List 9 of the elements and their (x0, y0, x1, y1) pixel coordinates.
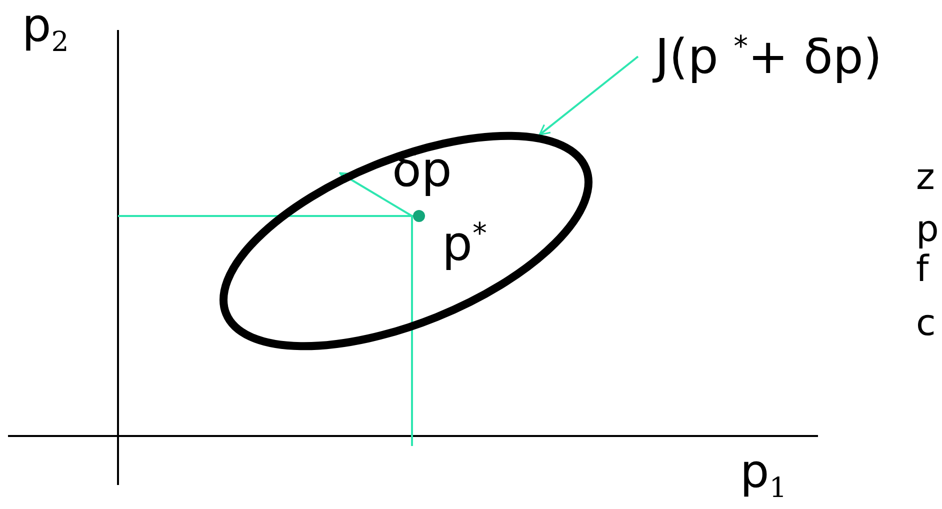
text-fragment: p (916, 212, 939, 248)
callout-text: J(p $^{*}$+ δp) (655, 32, 882, 81)
axis-label: p$_{1}$ (740, 448, 787, 502)
text-fragment: f (916, 252, 929, 288)
axis-label: p$_{2}$ (22, 2, 69, 56)
leader-arrow (538, 56, 639, 136)
text-fragment: z (916, 160, 935, 196)
text-fragment: c (916, 306, 936, 342)
point-label: p$^{*}$ (442, 219, 487, 268)
